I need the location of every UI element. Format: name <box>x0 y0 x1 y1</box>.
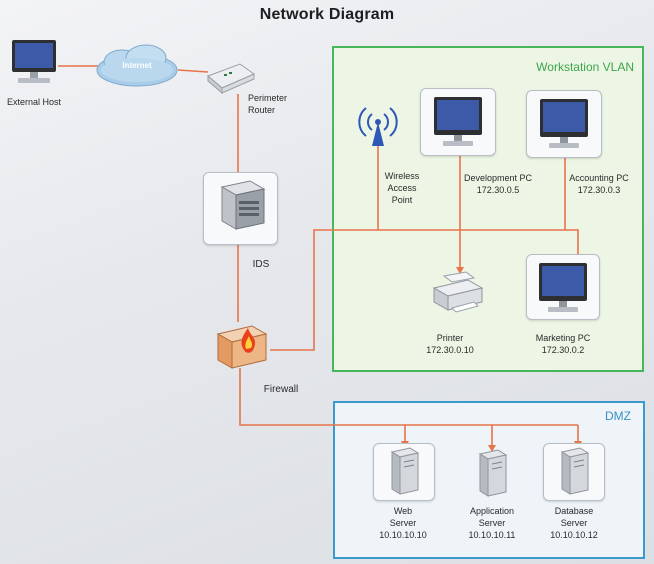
internet-node[interactable]: Internet <box>94 42 180 90</box>
internet-label: Internet <box>122 61 152 70</box>
printer-label: Printer 172.30.0.10 <box>426 333 474 355</box>
desktop-computer-icon <box>12 40 56 83</box>
link-internet-router <box>177 69 209 73</box>
development-pc-label: Development PC 172.30.0.5 <box>463 173 533 195</box>
wireless-antenna-icon <box>358 107 398 146</box>
cloud-icon <box>96 44 178 87</box>
application-server-node[interactable] <box>466 448 518 500</box>
ids-node[interactable] <box>203 172 278 245</box>
wireless-ap-node[interactable] <box>356 102 400 150</box>
server-tower-icon <box>478 449 508 497</box>
firewall-icon <box>216 325 268 369</box>
monitor-icon <box>539 263 587 312</box>
diagram-title: Network Diagram <box>259 6 395 23</box>
firewall-node[interactable] <box>214 320 270 372</box>
external-host-node[interactable] <box>8 38 60 86</box>
web-server-node[interactable] <box>373 443 435 501</box>
server-tower-icon <box>560 447 590 495</box>
ids-appliance-icon <box>220 180 266 230</box>
workstation-vlan-title: Workstation VLAN <box>536 60 634 74</box>
printer-node[interactable] <box>428 268 488 318</box>
accounting-pc-label: Accounting PC 172.30.0.3 <box>569 173 629 195</box>
database-server-label: Database Server 10.10.10.12 <box>550 506 598 540</box>
perimeter-router-label: Perimeter Router <box>248 93 288 115</box>
perimeter-router-node[interactable] <box>206 60 256 96</box>
marketing-pc-label: Marketing PC 172.30.0.2 <box>535 333 591 355</box>
firewall-label: Firewall <box>263 384 299 395</box>
application-server-label: Application Server 10.10.10.11 <box>468 506 516 540</box>
ids-label: IDS <box>252 259 270 270</box>
link-firewall-vlan <box>270 229 579 351</box>
database-server-node[interactable] <box>543 443 605 501</box>
router-icon <box>207 63 256 95</box>
monitor-icon <box>434 97 482 146</box>
server-tower-icon <box>390 447 420 495</box>
printer-icon <box>432 271 484 313</box>
marketing-pc-node[interactable] <box>526 254 600 320</box>
dmz-title: DMZ <box>605 409 631 423</box>
development-pc-node[interactable] <box>420 88 496 156</box>
link-firewall-dmz <box>239 368 578 426</box>
web-server-label: Web Server 10.10.10.10 <box>379 506 427 540</box>
monitor-icon <box>540 99 588 148</box>
accounting-pc-node[interactable] <box>526 90 602 158</box>
external-host-label: External Host <box>6 97 62 107</box>
wireless-ap-label: Wireless Access Point <box>384 171 420 205</box>
